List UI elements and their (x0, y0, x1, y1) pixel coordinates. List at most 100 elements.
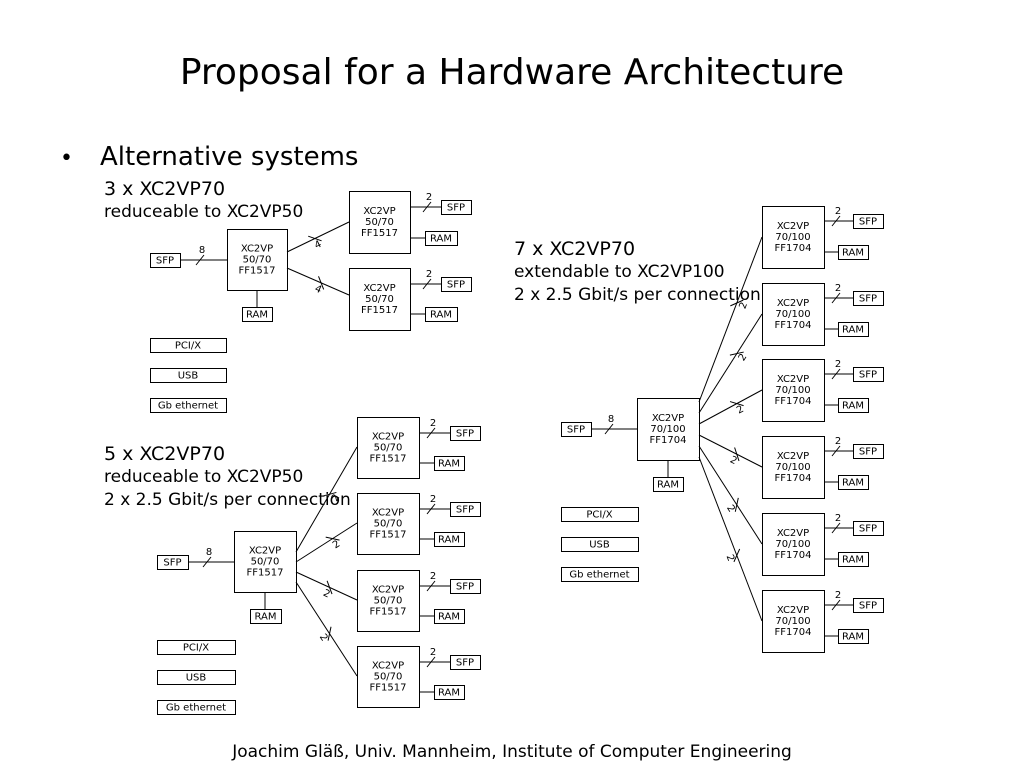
s1-node-b-label: XC2VP (363, 283, 395, 294)
s2-host-ram-label: RAM (254, 612, 276, 623)
s3-host-fpga-label: XC2VP (652, 413, 684, 424)
s3-node-3 (762, 359, 825, 422)
s2-link-1-width: 2 (330, 492, 343, 503)
footer-credit: Joachim Gläß, Univ. Mannheim, Institute … (232, 742, 792, 762)
s3-node-1-sfp-label: SFP (859, 217, 877, 228)
s1-link-b-tick (318, 276, 325, 290)
caption-line: reduceable to XC2VP50 (104, 202, 304, 222)
s3-node-5-sfp-link-tick (831, 522, 841, 534)
s1-usb (150, 368, 227, 383)
s1-host-sfp-label: SFP (156, 256, 174, 267)
s3-node-3-ram-label: RAM (842, 401, 864, 412)
s1-node-a (349, 191, 411, 254)
s3-link-4 (698, 434, 763, 468)
s1-host-ram (242, 307, 273, 322)
s2-host-ram (250, 609, 282, 624)
s2-host-fpga-label: FF1517 (247, 568, 284, 579)
caption-bottom-left: 5 x XC2VP70 reduceable to XC2VP50 2 x 2.… (104, 443, 351, 512)
slide-title: Proposal for a Hardware Architecture (179, 52, 845, 93)
s3-node-4-ram-label: RAM (842, 478, 864, 489)
s3-node-4-label: XC2VP (777, 451, 809, 462)
bullet-icon: • (60, 146, 73, 171)
s3-node-1-label: FF1704 (775, 243, 812, 254)
s1-node-b-sfp (441, 277, 472, 292)
s3-node-6-label: 70/100 (775, 616, 810, 627)
s3-node-5-sfp-label: SFP (859, 524, 877, 535)
s2-usb (157, 670, 236, 685)
s2-link-1-tick (322, 491, 337, 497)
s2-node-3-label: XC2VP (372, 585, 404, 596)
s3-node-3-sfp-link-tick (831, 368, 841, 380)
s3-node-5-label: XC2VP (777, 528, 809, 539)
caption-line: 5 x XC2VP70 (104, 443, 226, 465)
s1-node-b-ram-label: RAM (430, 310, 452, 321)
s2-link-1 (295, 446, 358, 553)
s3-link-5 (698, 445, 763, 545)
s2-node-2-ram-label: RAM (438, 535, 460, 546)
s3-node-4-sfp (853, 444, 884, 459)
s1-link-a-width: 4 (313, 239, 324, 252)
s3-link-5-width: 2 (724, 503, 737, 514)
s2-link-2-width: 2 (331, 539, 342, 552)
s3-node-4-label: 70/100 (775, 462, 810, 473)
s3-link-4-tick (734, 447, 740, 462)
s1-pcix-label: PCI/X (175, 341, 201, 352)
s3-link-6-width: 2 (724, 553, 737, 563)
s3-node-3-sfp-link-width: 2 (835, 359, 841, 370)
s2-gbe-label: Gb ethernet (166, 703, 226, 714)
s3-link-2 (698, 313, 763, 414)
s3-node-3-sfp (853, 367, 884, 382)
s3-link-5-tick (734, 497, 739, 512)
s2-node-2-sfp-link-tick (426, 503, 436, 515)
s1-node-b-sfp-label: SFP (447, 280, 465, 291)
s1-host-ram-label: RAM (246, 310, 268, 321)
s3-node-3-label: 70/100 (775, 385, 810, 396)
s1-gbe (150, 398, 227, 413)
s1-node-b-ram (425, 307, 458, 322)
caption-line: extendable to XC2VP100 (514, 262, 725, 282)
s3-node-4 (762, 436, 825, 499)
s2-node-4 (357, 646, 420, 708)
s3-node-6-sfp-link-width: 2 (835, 590, 841, 601)
s3-node-4-sfp-link-width: 2 (835, 436, 841, 447)
s1-node-a-label: 50/70 (365, 217, 394, 228)
s2-link-4-tick (327, 626, 332, 641)
s2-host-fpga-label: XC2VP (249, 546, 281, 557)
s3-node-5-label: 70/100 (775, 539, 810, 550)
s3-node-2-ram (838, 322, 869, 337)
s2-node-1-sfp-label: SFP (456, 429, 474, 440)
s2-node-2-sfp (450, 502, 481, 517)
s3-node-4-ram (838, 475, 869, 490)
s3-link-3 (698, 389, 763, 425)
s1-node-a-sfp (441, 200, 472, 215)
s2-gbe (157, 700, 236, 715)
s2-link-4-width: 2 (317, 632, 330, 643)
bullet-text: Alternative systems (100, 142, 359, 172)
s2-node-3 (357, 570, 420, 632)
s3-host-sfp-link-width: 8 (608, 414, 614, 425)
s3-pcix (561, 507, 639, 522)
s3-node-6-sfp-label: SFP (859, 601, 877, 612)
caption-line: 2 x 2.5 Gbit/s per connection (514, 285, 761, 305)
s2-node-4-ram-label: RAM (438, 688, 460, 699)
s3-host-sfp-label: SFP (567, 425, 585, 436)
s2-node-4-label: 50/70 (374, 672, 403, 683)
s1-usb-label: USB (178, 371, 199, 382)
s1-node-b-sfp-link-width: 2 (426, 269, 432, 280)
s2-pcix-label: PCI/X (183, 643, 209, 654)
s3-link-3-width: 2 (735, 404, 746, 417)
s1-node-a-ram-label: RAM (430, 234, 452, 245)
s3-node-1-sfp-link-tick (831, 215, 841, 227)
s1-host-fpga-label: FF1517 (239, 266, 276, 277)
s2-node-1-label: 50/70 (374, 443, 403, 454)
s3-host-fpga (637, 398, 700, 461)
s3-host-fpga-label: 70/100 (650, 424, 685, 435)
s1-pcix (150, 338, 227, 353)
s2-node-4-sfp-link-width: 2 (430, 647, 436, 658)
s1-link-a (286, 221, 350, 253)
s1-host-sfp (150, 253, 181, 268)
s1-link-b-width: 4 (313, 283, 323, 296)
s3-usb (561, 537, 639, 552)
s2-node-3-sfp-link-width: 2 (430, 571, 436, 582)
s2-node-2-label: FF1517 (370, 530, 407, 541)
